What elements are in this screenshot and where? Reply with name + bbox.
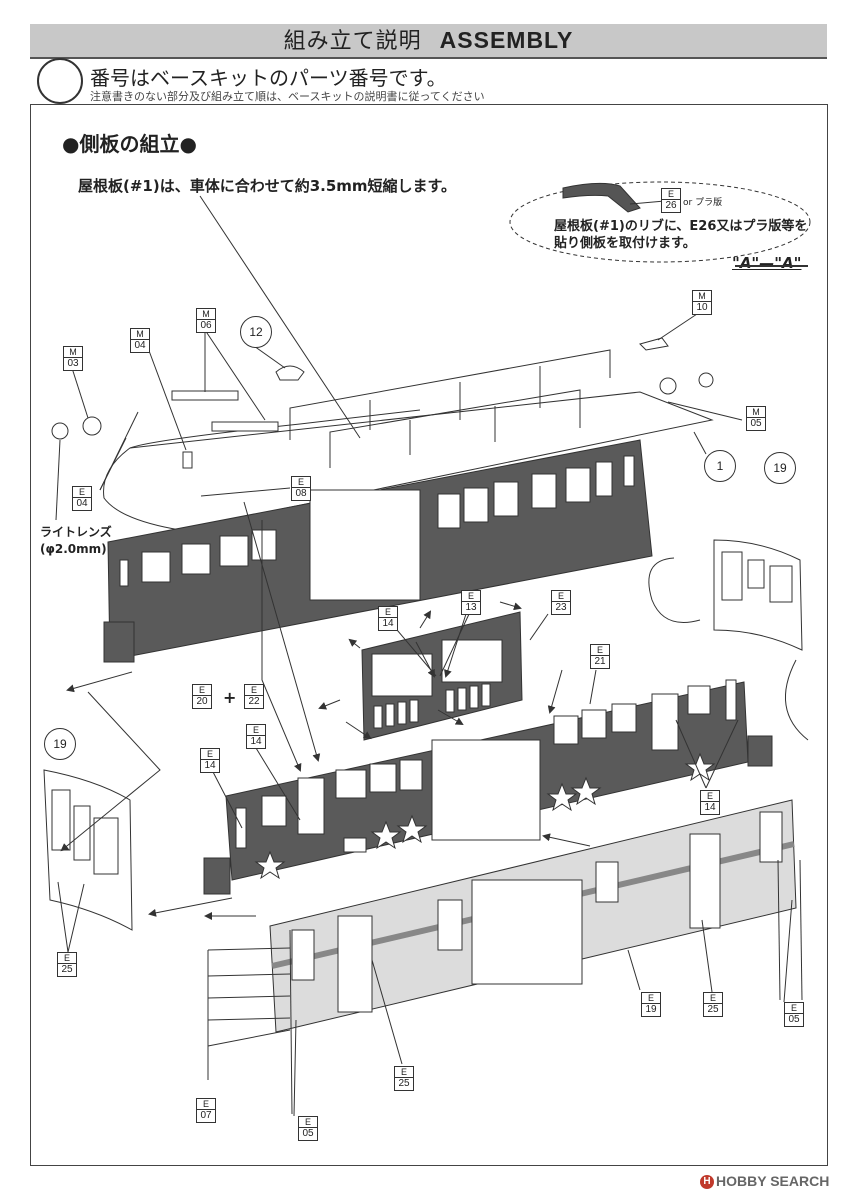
- rib-note-line2: 貼り側板を取付けます。: [554, 236, 696, 251]
- headlight-m05: [659, 377, 677, 395]
- star-marks: [254, 752, 716, 880]
- light-lens-line1: ライトレンズ: [40, 525, 112, 539]
- part-number-circle: [37, 58, 83, 104]
- rib-note-line1: 屋根板(#1)のリブに、E26又はプラ版等を: [554, 219, 808, 234]
- header-bar: 組み立て説明 ASSEMBLY: [30, 24, 827, 59]
- roof-rail-2: [329, 389, 581, 468]
- upper-door: [309, 489, 421, 601]
- ring-19-left: 19: [44, 728, 76, 760]
- pla-plate-label: or プラ版: [683, 198, 723, 208]
- roof-rail-1: [289, 349, 611, 440]
- roof-plate-06a: [171, 390, 239, 401]
- hobby-search-logo-icon: H: [700, 1175, 714, 1190]
- side-flap-left: [103, 621, 135, 663]
- roof-edge-line: [129, 409, 421, 449]
- ring-19-right: 19: [764, 452, 796, 484]
- lower-windows: [235, 679, 737, 853]
- light-lens-line2: (φ2.0mm): [40, 542, 107, 556]
- outer-door-center: [471, 879, 583, 985]
- side-flap-lower-left: [203, 857, 231, 895]
- header-title-jp: 組み立て説明: [283, 29, 422, 54]
- light-lens-note: ライトレンズ (φ2.0mm): [40, 524, 112, 558]
- section-title: ●側板の組立●: [62, 132, 197, 156]
- note-sub: 注意書きのない部分及び組み立て順は、ベースキットの説明書に従ってください: [90, 90, 485, 103]
- plus-sign: +: [223, 688, 237, 707]
- section-aa-label: "A"—"A": [732, 254, 802, 272]
- callout-ellipse: [509, 181, 811, 263]
- roof-plate-06b: [211, 421, 279, 432]
- roof-note: 屋根板(#1)は、車体に合わせて約3.5mm短縮します。: [78, 177, 457, 195]
- part-m04: [182, 451, 193, 469]
- vent-12: [275, 365, 305, 381]
- side-flap-lower-right: [747, 735, 773, 767]
- headlight-m03: [82, 416, 102, 436]
- rib-note: 屋根板(#1)のリブに、E26又はプラ版等を 貼り側板を取付けます。: [554, 218, 808, 252]
- instruction-frame: [30, 104, 828, 1166]
- roof-rib-profile: [562, 182, 641, 213]
- lower-door: [431, 739, 541, 841]
- light-lens-part: [51, 422, 69, 440]
- watermark-text: HOBBY SEARCH: [716, 1173, 830, 1189]
- header-title: 組み立て説明 ASSEMBLY: [30, 24, 827, 57]
- header-title-en: ASSEMBLY: [439, 27, 574, 53]
- horn-10: [639, 337, 669, 351]
- upper-windows: [119, 455, 635, 587]
- ring-12: 12: [240, 316, 272, 348]
- ring-1: 1: [704, 450, 736, 482]
- note-main: 番号はベースキットのパーツ番号です。: [90, 66, 447, 90]
